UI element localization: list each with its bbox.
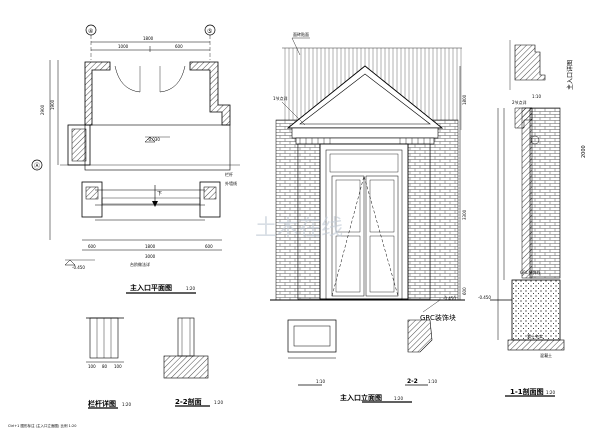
dim-bottom-b: 1800 (145, 244, 156, 249)
section-elev: -0.450 (478, 295, 491, 300)
section-2-2 (163, 317, 210, 407)
label-2000: 2000 (581, 145, 587, 158)
section-text: 2节点详 2000 GRC装饰线 素土夯实 混凝土 -0.450 1-1剖面图 … (478, 60, 587, 396)
plan-scale: 1:20 (186, 286, 195, 291)
elev-outer: -0.450 (72, 265, 85, 270)
label-node-2: 2节点详 (512, 99, 527, 105)
dim-left-a: 2900 (40, 104, 45, 115)
dim-top-b: 600 (175, 44, 183, 49)
railing-dim-2: 80 (102, 364, 108, 369)
label-down: 下 (157, 191, 162, 197)
detail-title: 主入口详图 (566, 60, 574, 90)
dim-bottom-c: 600 (205, 244, 213, 249)
elevation-text: 面砖贴面 1节点详 GRC装饰块 1800 3300 600 -0.450 主入… (273, 31, 467, 402)
section-scale: 1:20 (546, 390, 555, 395)
label-concrete: 混凝土 (540, 352, 552, 358)
section22-title: 2-2剖面 (175, 397, 202, 406)
section22b-scale: 1:10 (428, 379, 437, 384)
railing-dim-1: 100 (88, 364, 96, 369)
plan-title: 主入口平面图 (130, 283, 172, 292)
section-title: 1-1剖面图 (510, 387, 544, 396)
entrance-elevation (270, 37, 465, 403)
label-grc: GRC装饰块 (420, 313, 456, 322)
dim-top-a: 1000 (118, 44, 129, 49)
dim-bottom-a: 600 (88, 244, 96, 249)
elev-dim-a: 1800 (462, 94, 467, 105)
railing-text: 100 80 100 栏杆详图 1:20 (88, 364, 131, 408)
label-grc-line: GRC装饰线 (520, 269, 540, 275)
detail-scale: 1:10 (532, 94, 541, 99)
elevation-title: 主入口立面图 (340, 393, 382, 402)
section22-scale: 1:20 (214, 400, 223, 405)
elev-dim-b: 3300 (462, 209, 467, 220)
footer-text: Ctrl+1 图形标注 (主入口立面图) 比例 1:20 (8, 423, 76, 428)
railing-detail (86, 317, 124, 409)
watermark: 土木在线 (255, 216, 343, 241)
elev-dim-c: 600 (462, 287, 467, 295)
elev-level: -0.450 (443, 296, 456, 301)
elev-detail-text: 1:10 (316, 379, 325, 384)
railing-dim-3: 100 (114, 364, 122, 369)
label-node-1: 1节点详 (273, 95, 288, 101)
dim-bottom-total: 3000 (145, 254, 156, 259)
section22-text: 2-2剖面 1:20 (175, 397, 223, 406)
dim-left-b: 1900 (50, 99, 55, 110)
elev-detail-scale: 1:10 (316, 379, 325, 384)
label-note: 台阶做法详 (130, 261, 150, 267)
elevation-detail (287, 319, 337, 386)
section22b-title: 2-2 (407, 378, 418, 385)
section22b-text: 2-2 1:10 (407, 378, 437, 385)
label-tile: 面砖贴面 (293, 31, 309, 37)
label-base: 素土夯实 (527, 333, 543, 339)
railing-title: 栏杆详图 (88, 399, 116, 408)
axis-a: Ⓐ (34, 162, 40, 170)
railing-scale: 1:20 (122, 402, 131, 407)
label-railing: 栏杆 (225, 171, 233, 177)
dim-top-total: 1800 (143, 36, 154, 41)
grid-label-4: ④ (88, 28, 93, 35)
section-2-2-detail (405, 319, 433, 386)
label-outer-line: 外墙线 (225, 180, 237, 186)
grid-label-5: ⑤ (207, 28, 212, 35)
entrance-plan (31, 24, 240, 294)
elev-inner: -0.030 (147, 137, 160, 142)
section-1-1 (490, 40, 565, 397)
plan-text: ④ ⑤ 1800 1000 600 2900 1900 600 1800 600… (34, 28, 237, 292)
elevation-scale: 1:20 (394, 396, 403, 401)
